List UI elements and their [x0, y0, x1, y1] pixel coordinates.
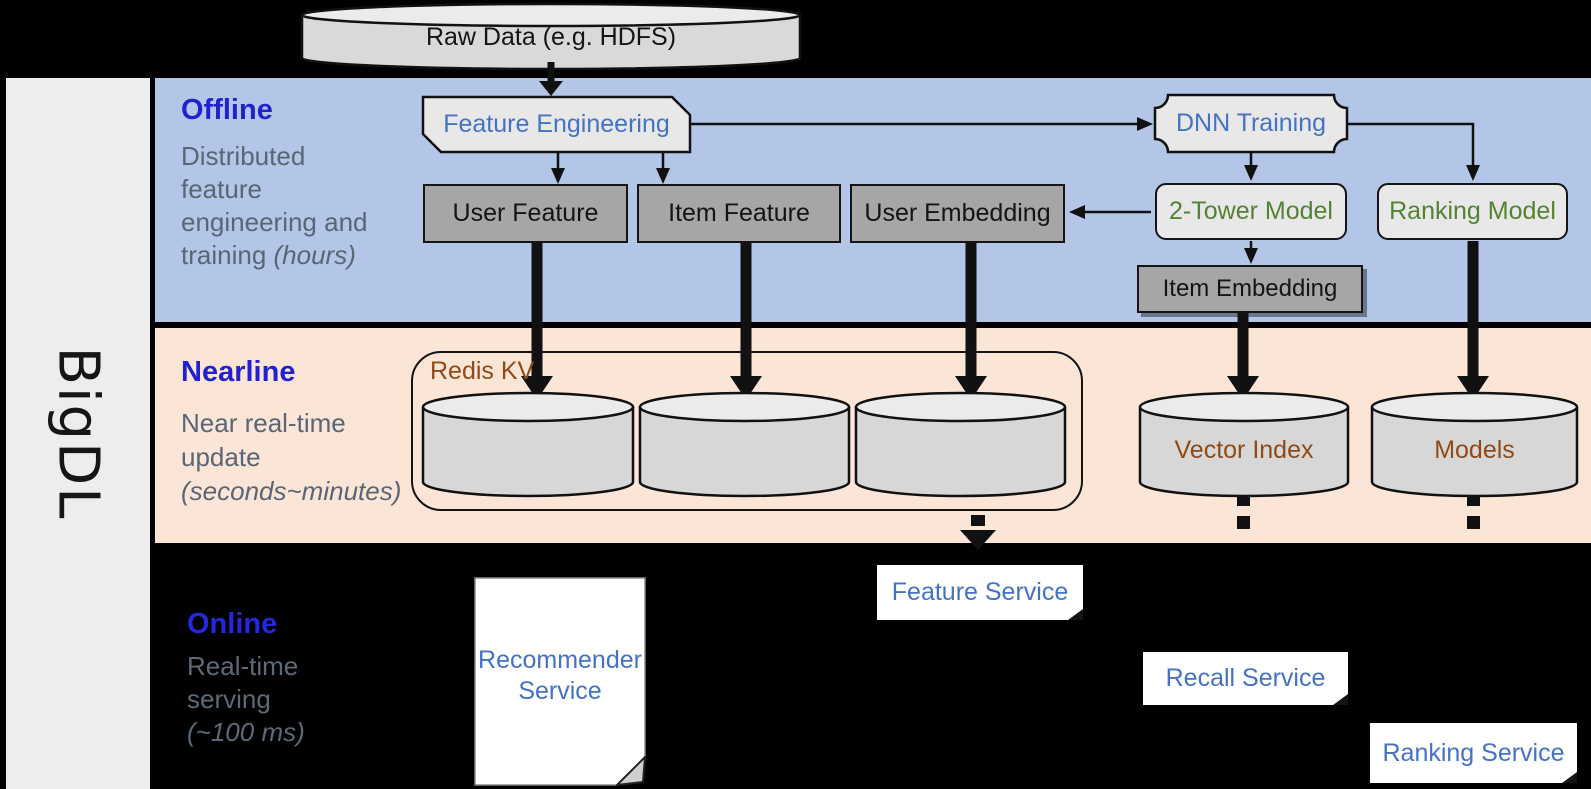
recommender-service-label: Recommender Service — [475, 645, 645, 707]
bigdl-brand: BigDL — [45, 346, 111, 521]
recommender-service-document-fold — [616, 756, 646, 786]
user-embedding-box: User Embedding — [850, 184, 1065, 243]
feature-service-box: Feature Service — [877, 565, 1083, 620]
nearline-description: Near real-time update (seconds~minutes) — [181, 406, 401, 508]
offline-desc-line4-normal: training — [181, 240, 274, 270]
user-feature-box: User Feature — [423, 184, 628, 243]
ranking-service-box: Ranking Service — [1370, 723, 1577, 783]
raw-data-label: Raw Data (e.g. HDFS) — [425, 23, 677, 51]
recommender-service-line1: Recommender — [478, 646, 642, 674]
nearline-desc-line2: update — [181, 442, 261, 472]
online-heading: Online — [187, 608, 278, 640]
recall-service-box: Recall Service — [1143, 652, 1348, 705]
ranking-model-box: Ranking Model — [1377, 183, 1568, 240]
offline-desc-line3: engineering and — [181, 207, 368, 237]
item-embedding-box: Item Embedding — [1137, 265, 1363, 313]
online-desc-line2: serving — [187, 684, 271, 714]
feature-engineering-label: Feature Engineering — [443, 110, 670, 138]
online-desc-line3-italic: (~100 ms) — [187, 717, 305, 747]
dnn-training-label: DNN Training — [1175, 109, 1327, 137]
offline-heading: Offline — [181, 94, 273, 126]
nearline-heading: Nearline — [181, 356, 296, 388]
offline-description: Distributed feature engineering and trai… — [181, 140, 368, 272]
offline-desc-line4-italic: (hours) — [273, 240, 356, 270]
offline-desc-line1: Distributed — [181, 141, 306, 171]
online-description: Real-time serving (~100 ms) — [187, 650, 305, 749]
recommender-service-line2: Service — [518, 677, 602, 705]
online-desc-line1: Real-time — [187, 651, 299, 681]
nearline-desc-line3-italic: (seconds~minutes) — [181, 476, 402, 506]
redis-kv-label: Redis KV — [430, 357, 535, 385]
bigdl-sidebar: BigDL — [6, 78, 150, 789]
models-label: Models — [1434, 436, 1515, 464]
offline-desc-line4: training (hours) — [181, 239, 368, 272]
offline-desc-line2: feature — [181, 174, 262, 204]
vector-index-label: Vector Index — [1174, 436, 1314, 464]
nearline-desc-line1: Near real-time — [181, 408, 346, 438]
item-feature-box: Item Feature — [637, 184, 841, 243]
two-tower-model-box: 2-Tower Model — [1155, 183, 1347, 240]
